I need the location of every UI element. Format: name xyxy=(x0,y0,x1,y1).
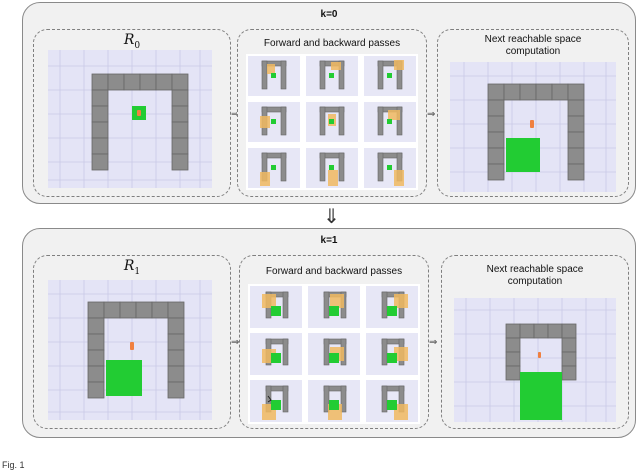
next-reachable-panel-k0: Next reachable space computation xyxy=(437,29,629,197)
pass-thumb xyxy=(306,56,358,96)
next-reachable-region-k0 xyxy=(506,138,540,172)
r0-label: R0 xyxy=(123,32,141,51)
next-title-k0: Next reachable space computation xyxy=(484,34,582,57)
next-title-k1: Next reachable space computation xyxy=(486,264,584,287)
next-map-k0 xyxy=(450,62,616,192)
r1-grid-map xyxy=(48,280,212,420)
r0-robot xyxy=(137,110,141,116)
pass-thumb xyxy=(364,102,416,142)
pass-thumb xyxy=(250,286,302,328)
stage-k0-title: k=0 xyxy=(320,9,338,20)
pass-thumb xyxy=(366,333,418,375)
arrow-passes-to-next: ⇒ xyxy=(427,109,436,120)
r1-robot xyxy=(130,342,134,350)
pass-thumb xyxy=(248,56,300,96)
passes-title-k0: Forward and backward passes xyxy=(263,38,401,49)
arrow-passes-to-next-k1: ⇒ xyxy=(429,337,438,348)
r0-walls xyxy=(91,73,189,171)
next-robot-k0 xyxy=(530,120,534,128)
pass-thumb xyxy=(306,148,358,188)
passes-grid-k1 xyxy=(248,284,420,424)
stage-k0-container: k=0 R0 xyxy=(22,2,636,204)
r1-map-svg xyxy=(48,280,212,420)
next-map-svg-k0 xyxy=(450,62,616,192)
pass-thumb xyxy=(306,102,358,142)
next-reachable-panel-k1: Next reachable space computation xyxy=(441,255,629,429)
r1-panel: R1 xyxy=(33,255,231,429)
next-map-svg-k1 xyxy=(454,298,616,422)
arrow-r0-to-passes: ⇒ xyxy=(231,109,240,120)
pass-thumb xyxy=(248,102,300,142)
r1-reachable-region xyxy=(106,360,142,396)
next-reachable-region-k1 xyxy=(520,372,562,420)
pass-thumb xyxy=(250,380,302,422)
pass-thumb xyxy=(248,148,300,188)
next-map-k1 xyxy=(454,298,616,422)
pass-thumb xyxy=(364,56,416,96)
r0-map-svg xyxy=(48,50,212,188)
pass-thumb xyxy=(366,380,418,422)
stage-k1-title: k=1 xyxy=(320,235,338,246)
next-robot-k1 xyxy=(538,352,541,358)
r1-label: R1 xyxy=(123,258,141,277)
r0-grid-map xyxy=(48,50,212,188)
pass-thumb xyxy=(308,333,360,375)
stage-k1-container: k=1 R1 xyxy=(22,228,636,438)
down-arrow: ⇓ xyxy=(323,206,340,228)
pass-thumb xyxy=(308,380,360,422)
passes-grid-k0 xyxy=(246,54,418,190)
passes-panel-k0: Forward and backward passes xyxy=(237,29,427,197)
pass-thumb xyxy=(364,148,416,188)
arrow-r1-to-passes: ⇒ xyxy=(231,337,240,348)
passes-title-k1: Forward and backward passes xyxy=(265,266,403,277)
pass-thumb xyxy=(250,333,302,375)
r0-panel: R0 xyxy=(33,29,231,197)
passes-panel-k1: Forward and backward passes xyxy=(239,255,429,429)
pass-thumb xyxy=(366,286,418,328)
figure-caption: Fig. 1 xyxy=(2,460,25,470)
pass-thumb xyxy=(308,286,360,328)
